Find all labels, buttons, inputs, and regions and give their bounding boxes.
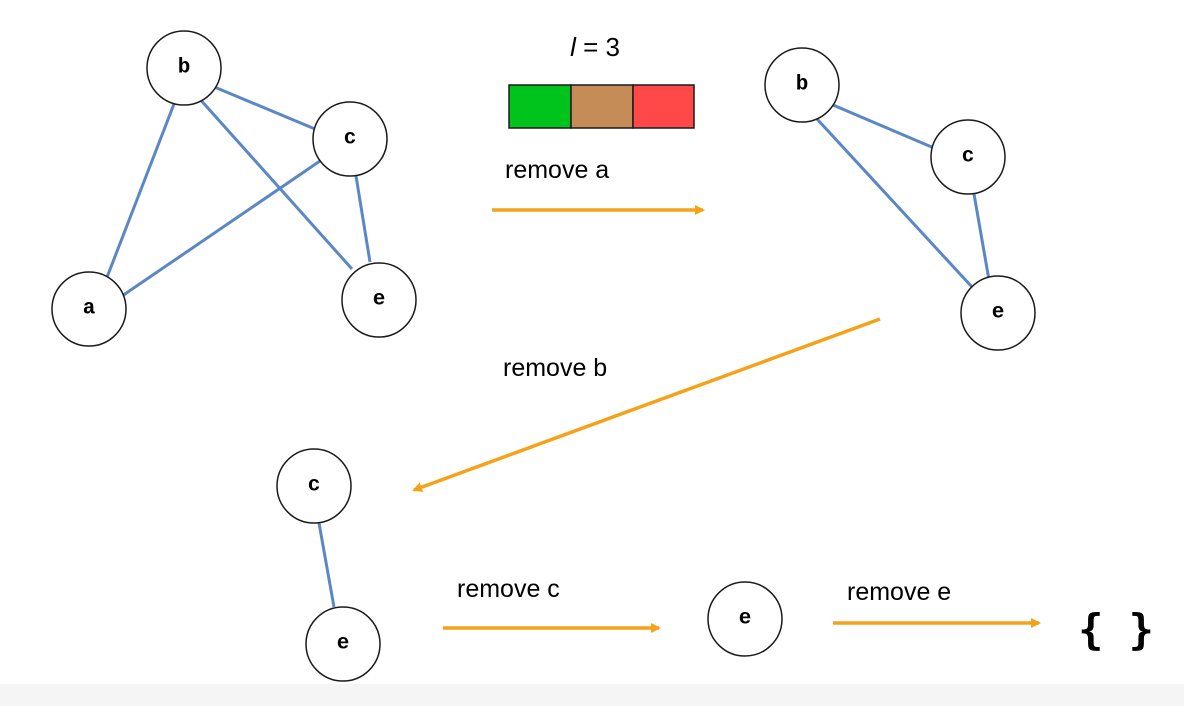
- graph1-edge-c-a: [121, 159, 321, 298]
- color-swatch-1: [508, 84, 572, 129]
- graph2-edge-c-e: [972, 193, 991, 281]
- graph3-node-e: e: [305, 606, 381, 682]
- graph1-edge-b-e: [196, 95, 354, 271]
- step-label-remove-b: remove b: [503, 354, 607, 382]
- graph1-node-a: a: [51, 271, 127, 347]
- node-label: e: [337, 633, 350, 656]
- graph2-node-e: e: [960, 275, 1036, 351]
- node-label: b: [178, 57, 191, 80]
- node-label: e: [992, 302, 1005, 325]
- graph2-edge-b-e: [815, 117, 974, 289]
- color-swatch-2: [570, 84, 634, 129]
- node-label: b: [796, 74, 809, 97]
- graph1-node-c: c: [312, 101, 388, 177]
- empty-set: { }: [1078, 605, 1154, 654]
- graph2-node-b: b: [764, 47, 840, 123]
- graph2-node-c: c: [930, 119, 1006, 195]
- node-label: e: [373, 289, 386, 312]
- graph-3: c e: [276, 448, 381, 682]
- graph1-edge-c-e: [354, 175, 372, 263]
- step-label-remove-c: remove c: [457, 575, 560, 603]
- graph1-edge-b-a: [102, 103, 176, 286]
- color-palette: [508, 84, 695, 129]
- node-label: c: [962, 146, 975, 169]
- node-label: c: [344, 128, 357, 151]
- node-label: c: [308, 475, 321, 498]
- step-label-remove-e: remove e: [847, 578, 951, 606]
- graph1-node-b: b: [146, 30, 222, 106]
- node-label: e: [739, 608, 752, 631]
- bottom-band: [0, 684, 1184, 706]
- palette-label: l = 3: [570, 32, 620, 62]
- color-swatch-3: [632, 84, 695, 129]
- graph1-edge-b-c: [211, 84, 316, 131]
- graph-1: b c a e: [51, 30, 417, 347]
- graph3-edge-c-e: [317, 522, 336, 608]
- graph4-node-e: e: [707, 581, 783, 657]
- graph-2: b c e: [764, 47, 1036, 351]
- graph-4: e: [707, 581, 783, 657]
- graph2-edge-b-c: [832, 103, 935, 150]
- graph3-node-c: c: [276, 448, 352, 524]
- node-label: a: [83, 298, 96, 321]
- step-label-remove-a: remove a: [505, 156, 609, 184]
- graph1-node-e: e: [341, 262, 417, 338]
- arrow-remove-b: [412, 317, 881, 492]
